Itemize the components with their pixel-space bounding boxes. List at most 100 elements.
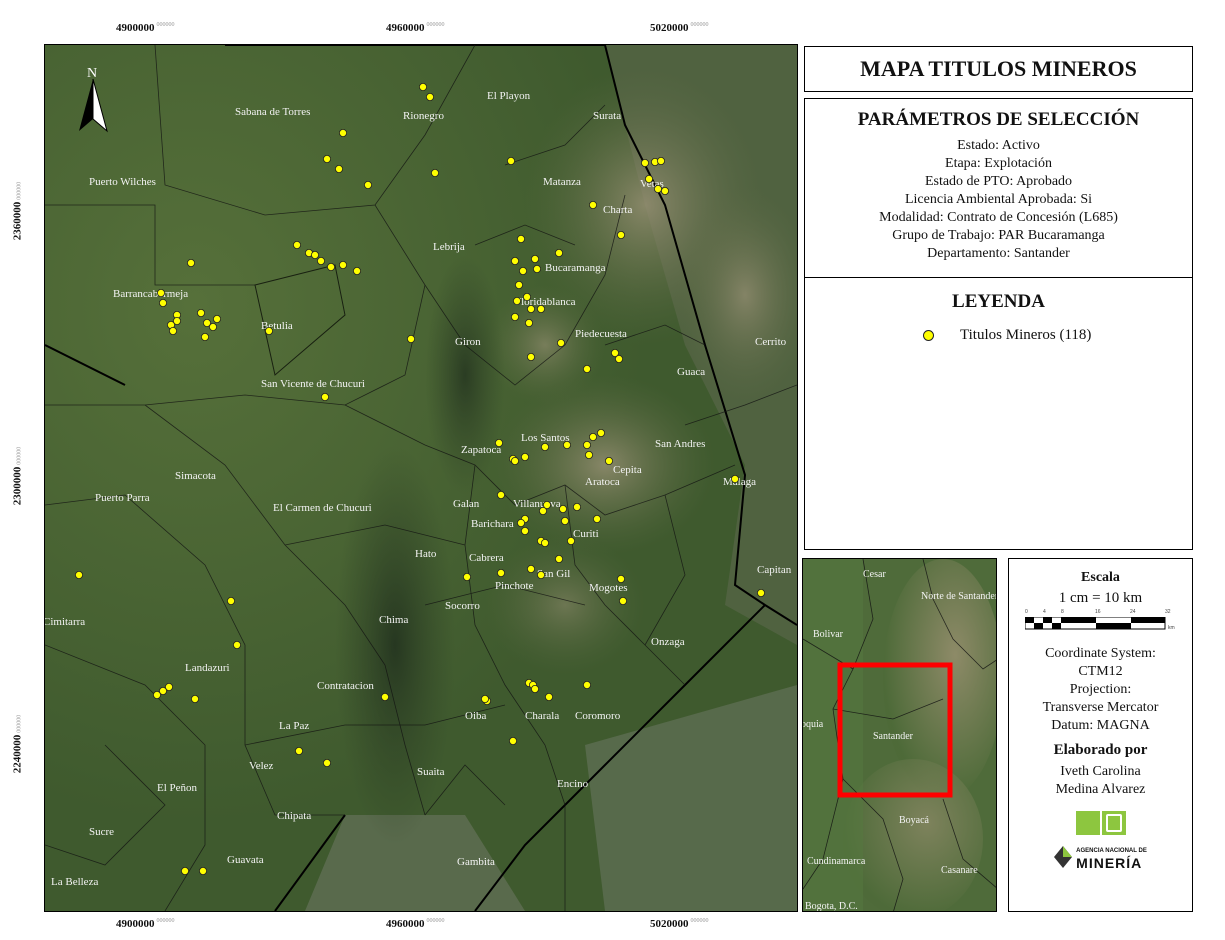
- mining-title-point: [512, 296, 521, 305]
- muni-label: El Playon: [487, 90, 531, 102]
- mining-title-point: [583, 364, 592, 373]
- mining-title-point: [657, 157, 666, 166]
- author-heading: Elaborado por: [1053, 742, 1148, 758]
- muni-label: Sabana de Torres: [235, 106, 310, 118]
- param-line: Departamento: Santander: [927, 246, 1070, 261]
- inset-label: oquia: [803, 719, 824, 730]
- mining-title-point: [661, 186, 670, 195]
- inset-map-svg: Cesar Norte de Santander Bolivar oquia S…: [803, 559, 996, 912]
- muni-label: Barichara: [471, 518, 514, 530]
- mining-title-point: [619, 597, 628, 606]
- mining-title-point: [425, 93, 434, 102]
- scale-tick: 24: [1130, 609, 1136, 615]
- inset-label: Cundinamarca: [807, 856, 866, 867]
- muni-label: Contratacion: [317, 680, 374, 692]
- inset-label: Boyacá: [899, 815, 930, 826]
- muni-label: El Carmen de Chucuri: [273, 502, 372, 514]
- param-line: Estado: Activo: [957, 138, 1040, 153]
- partner-logos: [1009, 811, 1192, 835]
- mining-title-point: [757, 589, 766, 598]
- mining-title-point: [320, 392, 329, 401]
- mining-title-point: [74, 571, 83, 580]
- mining-title-point: [352, 266, 361, 275]
- mining-title-point: [462, 573, 471, 582]
- mining-title-point: [530, 254, 539, 263]
- mining-title-point: [165, 683, 174, 692]
- parameters-legend-box: PARÁMETROS DE SELECCIÓN Estado: Activo E…: [804, 98, 1193, 550]
- main-map[interactable]: El Playon Surata Rionegro Sabana de Torr…: [44, 44, 798, 912]
- mining-title-point: [226, 597, 235, 606]
- mining-title-point: [520, 452, 529, 461]
- projection-label: Projection:: [1069, 682, 1132, 697]
- mining-title-point: [186, 258, 195, 267]
- mining-title-point: [316, 256, 325, 265]
- muni-label: Cerrito: [755, 336, 787, 348]
- mining-title-point: [208, 322, 217, 331]
- mining-title-point: [202, 318, 211, 327]
- mining-title-point: [563, 440, 572, 449]
- mining-title-point: [418, 83, 427, 92]
- mining-title-point: [589, 200, 598, 209]
- muni-label: Galan: [453, 498, 480, 510]
- mining-title-point: [406, 334, 415, 343]
- mining-title-point: [496, 490, 505, 499]
- mining-title-point: [589, 432, 598, 441]
- muni-label: Encino: [557, 778, 589, 790]
- mining-title-point: [169, 326, 178, 335]
- parameters-heading: PARÁMETROS DE SELECCIÓN: [857, 109, 1140, 130]
- mining-title-point: [510, 312, 519, 321]
- coord-system-label: Coordinate System:: [1045, 646, 1156, 661]
- mining-title-point: [196, 308, 205, 317]
- mining-title-point: [200, 332, 209, 341]
- inset-extent-rect: [837, 662, 953, 798]
- mining-title-point: [641, 159, 650, 168]
- section-divider: [805, 277, 1192, 278]
- param-line: Estado de PTO: Aprobado: [924, 174, 1073, 189]
- mining-title-point: [526, 352, 535, 361]
- inset-label: Santander: [873, 731, 914, 742]
- mining-title-point: [554, 554, 563, 563]
- legend-item-label: Titulos Mineros (118): [960, 327, 1092, 343]
- scale-bar-graphic: [1025, 617, 1166, 630]
- mining-title-point: [510, 256, 519, 265]
- param-line: Etapa: Explotación: [945, 156, 1052, 171]
- mining-title-point: [617, 575, 626, 584]
- agency-name-line-1: AGENCIA NACIONAL DE: [1076, 848, 1147, 854]
- mining-title-point: [536, 571, 545, 580]
- inset-label: Bogota, D.C.: [805, 901, 858, 912]
- scale-tick: 8: [1061, 609, 1064, 615]
- mining-title-point: [654, 184, 663, 193]
- mining-title-point: [232, 641, 241, 650]
- muni-label: Pinchote: [495, 580, 534, 592]
- muni-label: San Vicente de Chucuri: [261, 378, 365, 390]
- partner-logo-icon: [1075, 811, 1100, 835]
- muni-label: Malaga: [723, 476, 756, 488]
- agency-name-line-2: MINERÍA: [1076, 855, 1143, 871]
- mining-title-point: [542, 500, 551, 509]
- legend-heading: LEYENDA: [952, 291, 1045, 312]
- muni-label: Cimitarra: [45, 616, 85, 628]
- mining-title-point: [212, 314, 221, 323]
- param-line: Grupo de Trabajo: PAR Bucaramanga: [892, 228, 1105, 243]
- muni-label: Sucre: [89, 826, 114, 838]
- scale-bar: 0 4 8 16 24 32 km: [1025, 609, 1192, 641]
- muni-label: Barrancabermeja: [113, 288, 188, 300]
- muni-label: Velez: [249, 760, 274, 772]
- mining-title-point: [617, 230, 626, 239]
- mining-title-point: [524, 318, 533, 327]
- muni-label: Cepita: [613, 464, 642, 476]
- mining-title-point: [326, 262, 335, 271]
- mining-title-point: [520, 526, 529, 535]
- muni-label: Lebrija: [433, 241, 465, 253]
- inset-label: Bolivar: [813, 629, 844, 640]
- inset-map[interactable]: Cesar Norte de Santander Bolivar oquia S…: [802, 558, 997, 912]
- scale-tick: 32: [1165, 609, 1171, 615]
- legend-item: Titulos Mineros (118): [923, 327, 1091, 344]
- mining-title-point: [597, 428, 606, 437]
- mining-title-point: [310, 250, 319, 259]
- mining-title-point: [544, 693, 553, 702]
